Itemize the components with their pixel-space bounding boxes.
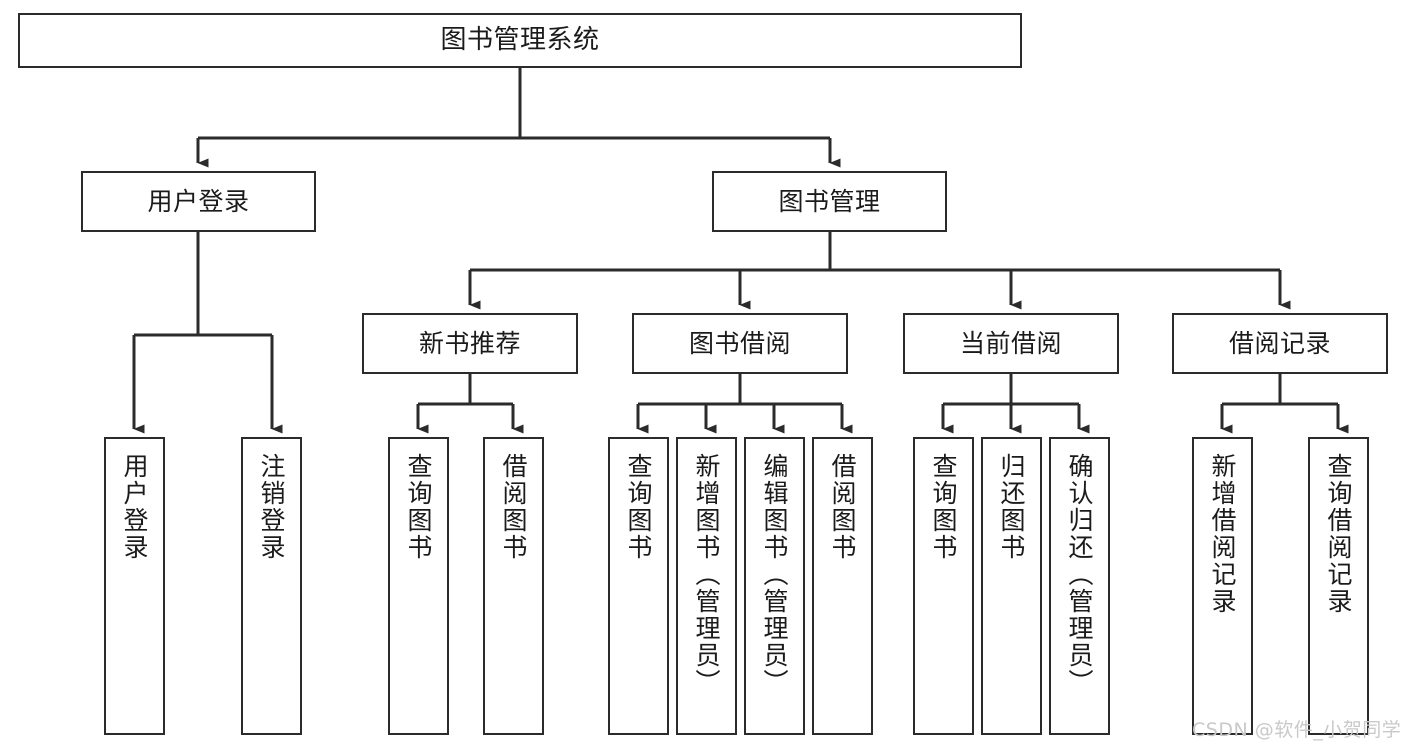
node-leaf-return-book[interactable]: 归还图书: [981, 437, 1042, 735]
node-leaf-query-book-2[interactable]: 查询图书: [608, 437, 669, 735]
node-leaf-edit-book[interactable]: 编辑图书（管理员）: [744, 437, 805, 735]
node-leaf-borrow-book-1-label: 借阅图书: [499, 453, 528, 561]
node-borrow-record-label: 借阅记录: [1228, 329, 1331, 358]
node-leaf-query-book-2-label: 查询图书: [624, 453, 653, 561]
node-leaf-add-book-label: 新增图书（管理员）: [692, 453, 721, 696]
node-leaf-borrow-book-2[interactable]: 借阅图书: [812, 437, 873, 735]
node-book-borrow-label: 图书借阅: [688, 329, 791, 358]
node-leaf-user-logout-label: 注销登录: [257, 453, 286, 561]
node-user-login[interactable]: 用户登录: [81, 171, 316, 232]
node-leaf-query-book-1[interactable]: 查询图书: [388, 437, 449, 735]
node-leaf-query-book-3-label: 查询图书: [929, 453, 958, 561]
node-root-label: 图书管理系统: [440, 25, 600, 56]
node-leaf-user-login[interactable]: 用户登录: [104, 437, 165, 735]
node-leaf-query-record-label: 查询借阅记录: [1324, 453, 1353, 615]
node-current-borrow-label: 当前借阅: [959, 329, 1062, 358]
node-leaf-return-book-label: 归还图书: [997, 453, 1026, 561]
node-book-borrow[interactable]: 图书借阅: [632, 313, 848, 374]
node-user-login-label: 用户登录: [147, 187, 250, 216]
node-leaf-query-record[interactable]: 查询借阅记录: [1308, 437, 1369, 735]
node-leaf-edit-book-label: 编辑图书（管理员）: [760, 453, 789, 696]
node-root[interactable]: 图书管理系统: [18, 13, 1022, 68]
csdn-watermark: CSDN @软件_小贺同学: [1192, 719, 1402, 741]
node-leaf-add-book[interactable]: 新增图书（管理员）: [676, 437, 737, 735]
node-leaf-query-book-3[interactable]: 查询图书: [913, 437, 974, 735]
node-book-manage[interactable]: 图书管理: [712, 171, 947, 232]
node-leaf-borrow-book-2-label: 借阅图书: [828, 453, 857, 561]
node-leaf-confirm-return-label: 确认归还（管理员）: [1065, 453, 1094, 696]
node-new-book-recommend[interactable]: 新书推荐: [362, 313, 578, 374]
node-current-borrow[interactable]: 当前借阅: [903, 313, 1119, 374]
node-leaf-add-record-label: 新增借阅记录: [1208, 453, 1237, 615]
node-leaf-confirm-return[interactable]: 确认归还（管理员）: [1049, 437, 1110, 735]
node-book-manage-label: 图书管理: [778, 187, 881, 216]
node-leaf-borrow-book-1[interactable]: 借阅图书: [483, 437, 544, 735]
node-leaf-add-record[interactable]: 新增借阅记录: [1192, 437, 1253, 735]
node-new-book-recommend-label: 新书推荐: [418, 329, 521, 358]
node-leaf-query-book-1-label: 查询图书: [404, 453, 433, 561]
node-leaf-user-login-label: 用户登录: [120, 453, 149, 561]
node-leaf-user-logout[interactable]: 注销登录: [241, 437, 302, 735]
node-borrow-record[interactable]: 借阅记录: [1172, 313, 1388, 374]
